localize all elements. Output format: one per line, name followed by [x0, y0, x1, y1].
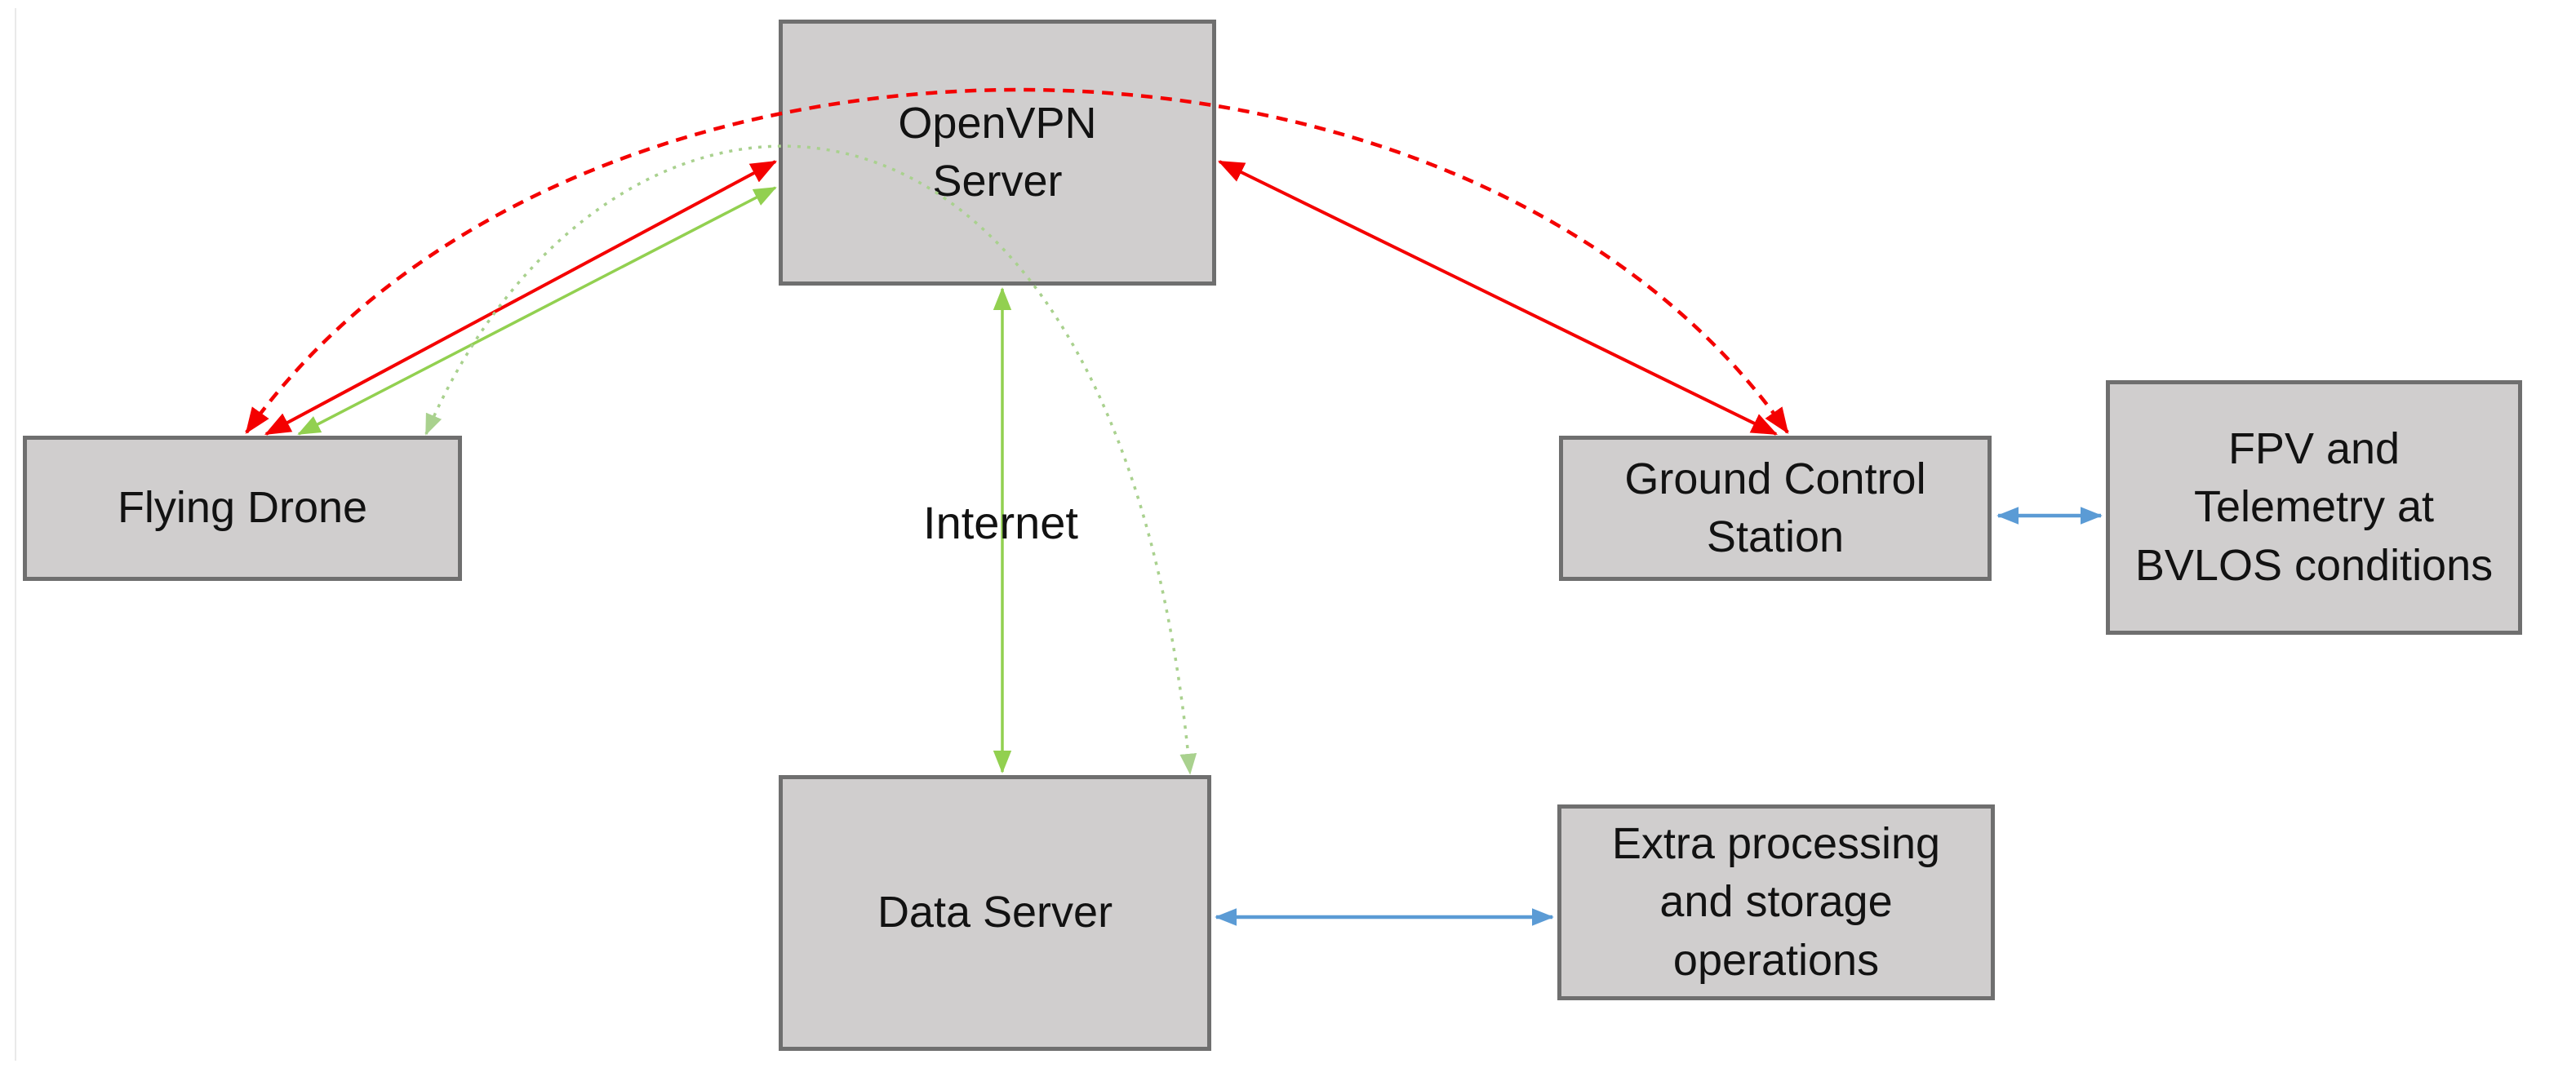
node-ground-control-station: Ground Control Station: [1559, 436, 1992, 581]
node-extra-processing-storage: Extra processing and storage operations: [1557, 804, 1995, 1000]
node-data-server: Data Server: [779, 775, 1211, 1051]
left-edge-line: [15, 8, 16, 1061]
edge-drone-gcs-red-dashed: [245, 87, 1789, 434]
edge-drone-openvpn-green-solid: [297, 186, 777, 436]
edge-drone-dataserver-green-dotted: [424, 144, 1197, 775]
internet-label: Internet: [923, 497, 1078, 548]
node-flying-drone: Flying Drone: [23, 436, 462, 581]
node-fpv-telemetry-bvlos: FPV and Telemetry at BVLOS conditions: [2106, 380, 2522, 635]
edge-openvpn-gcs-red-solid: [1217, 160, 1779, 436]
